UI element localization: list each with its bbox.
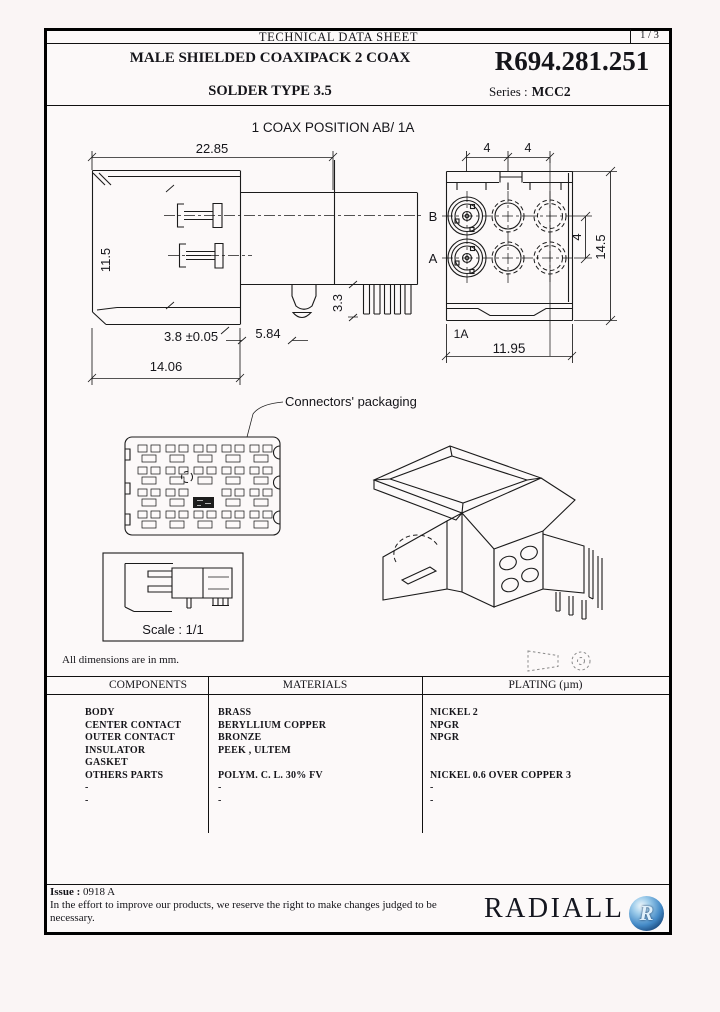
radiall-logo-icon: R <box>629 896 664 931</box>
table-cell <box>430 757 571 770</box>
table-cell: - <box>218 794 222 806</box>
table-cell: OUTER CONTACT <box>85 732 175 744</box>
sheet-title: TECHNICAL DATA SHEET <box>258 30 419 44</box>
table-cell: - <box>218 782 222 794</box>
table-cell: CENTER CONTACT <box>85 719 182 731</box>
table-column-components: BODY CENTER CONTACT OUTER CONTACT INSULA… <box>85 707 181 807</box>
table-column-plating: NICKEL 2 NPGR NPGR NICKEL 0.6 OVER COPPE… <box>430 707 571 807</box>
issue-label: Issue : <box>50 886 81 898</box>
disclaimer-line2: necessary. <box>50 912 95 924</box>
issue-value: 0918 A <box>83 886 116 898</box>
series-value: MCC2 <box>531 84 571 99</box>
table-cell: INSULATOR <box>85 744 146 756</box>
table-cell <box>218 757 326 770</box>
product-title-line2: SOLDER TYPE 3.5 <box>208 83 332 99</box>
series-label: Series : <box>489 84 528 99</box>
table-cell: OTHERS PARTS <box>85 769 164 781</box>
product-title-line1: MALE SHIELDED COAXIPACK 2 COAX <box>129 50 411 66</box>
table-header-materials: MATERIALS <box>282 679 348 691</box>
radiall-logo-text: RADIALL <box>484 893 625 924</box>
radiall-logo-letter: R <box>639 901 654 925</box>
table-cell: NPGR <box>430 732 460 744</box>
table-cell: - <box>430 794 434 806</box>
table-header-components: COMPONENTS <box>109 679 187 691</box>
table-cell: - <box>85 794 89 806</box>
table-cell: POLYM. C. L. 30% FV <box>218 769 323 781</box>
table-cell <box>430 745 571 758</box>
table-cell: NICKEL 2 <box>430 707 479 718</box>
part-number: R694.281.251 <box>494 46 650 76</box>
table-cell: BERYLLIUM COPPER <box>218 719 327 731</box>
page-number: 1 / 3 <box>640 30 659 41</box>
disclaimer-line1: In the effort to improve our products, w… <box>50 899 437 911</box>
table-cell: BRONZE <box>218 732 262 744</box>
table-cell: BRASS <box>218 707 252 718</box>
issue: Issue : 0918 A <box>50 886 115 898</box>
table-cell: - <box>85 782 89 794</box>
table-cell: BODY <box>85 707 115 718</box>
table-cell: NPGR <box>430 719 460 731</box>
table-cell: NICKEL 0.6 OVER COPPER 3 <box>430 769 572 781</box>
series: Series :MCC2 <box>489 84 571 100</box>
table-cell: PEEK , ULTEM <box>218 744 291 756</box>
table-cell: GASKET <box>85 757 128 769</box>
table-column-materials: BRASS BERYLLIUM COPPER BRONZE PEEK , ULT… <box>218 707 326 807</box>
table-cell: - <box>430 782 434 794</box>
table-header-plating: PLATING (µm) <box>508 679 583 691</box>
